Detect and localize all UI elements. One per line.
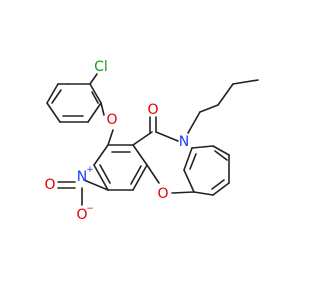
chlorophenyl-ring — [46, 83, 102, 123]
butyl-chain — [187, 79, 259, 134]
right-benzo-ring — [183, 145, 230, 196]
atom-n-amide: N — [179, 134, 189, 150]
bond-ring-oether — [100, 102, 105, 116]
nitro-o-charge: − — [86, 204, 94, 214]
atom-n-nitro: N — [77, 169, 87, 185]
bond-ring-nitro — [83, 179, 109, 191]
bond-c-cl — [89, 73, 98, 85]
molecule-diagram: Cl O O N O — [44, 59, 259, 223]
bond-oring-ring-right — [171, 191, 195, 194]
bond-oether-ring — [107, 129, 114, 146]
atom-o-carbonyl: O — [147, 102, 158, 118]
atom-o-nitro-left: O — [44, 177, 55, 193]
atom-o-nitro-bottom: O — [76, 207, 87, 223]
bond-ring-carbonyl — [132, 131, 153, 146]
structure-svg: Cl O O N O — [44, 59, 259, 223]
nitro-benzo-ring — [93, 144, 148, 191]
atom-o-ether: O — [106, 112, 117, 128]
bond-ring-oring-left — [146, 164, 160, 184]
atom-cl: Cl — [94, 59, 108, 75]
nitro-n-charge: + — [86, 165, 94, 175]
atom-o-ring: O — [157, 186, 168, 202]
bond-carbonyl-n — [155, 131, 179, 142]
